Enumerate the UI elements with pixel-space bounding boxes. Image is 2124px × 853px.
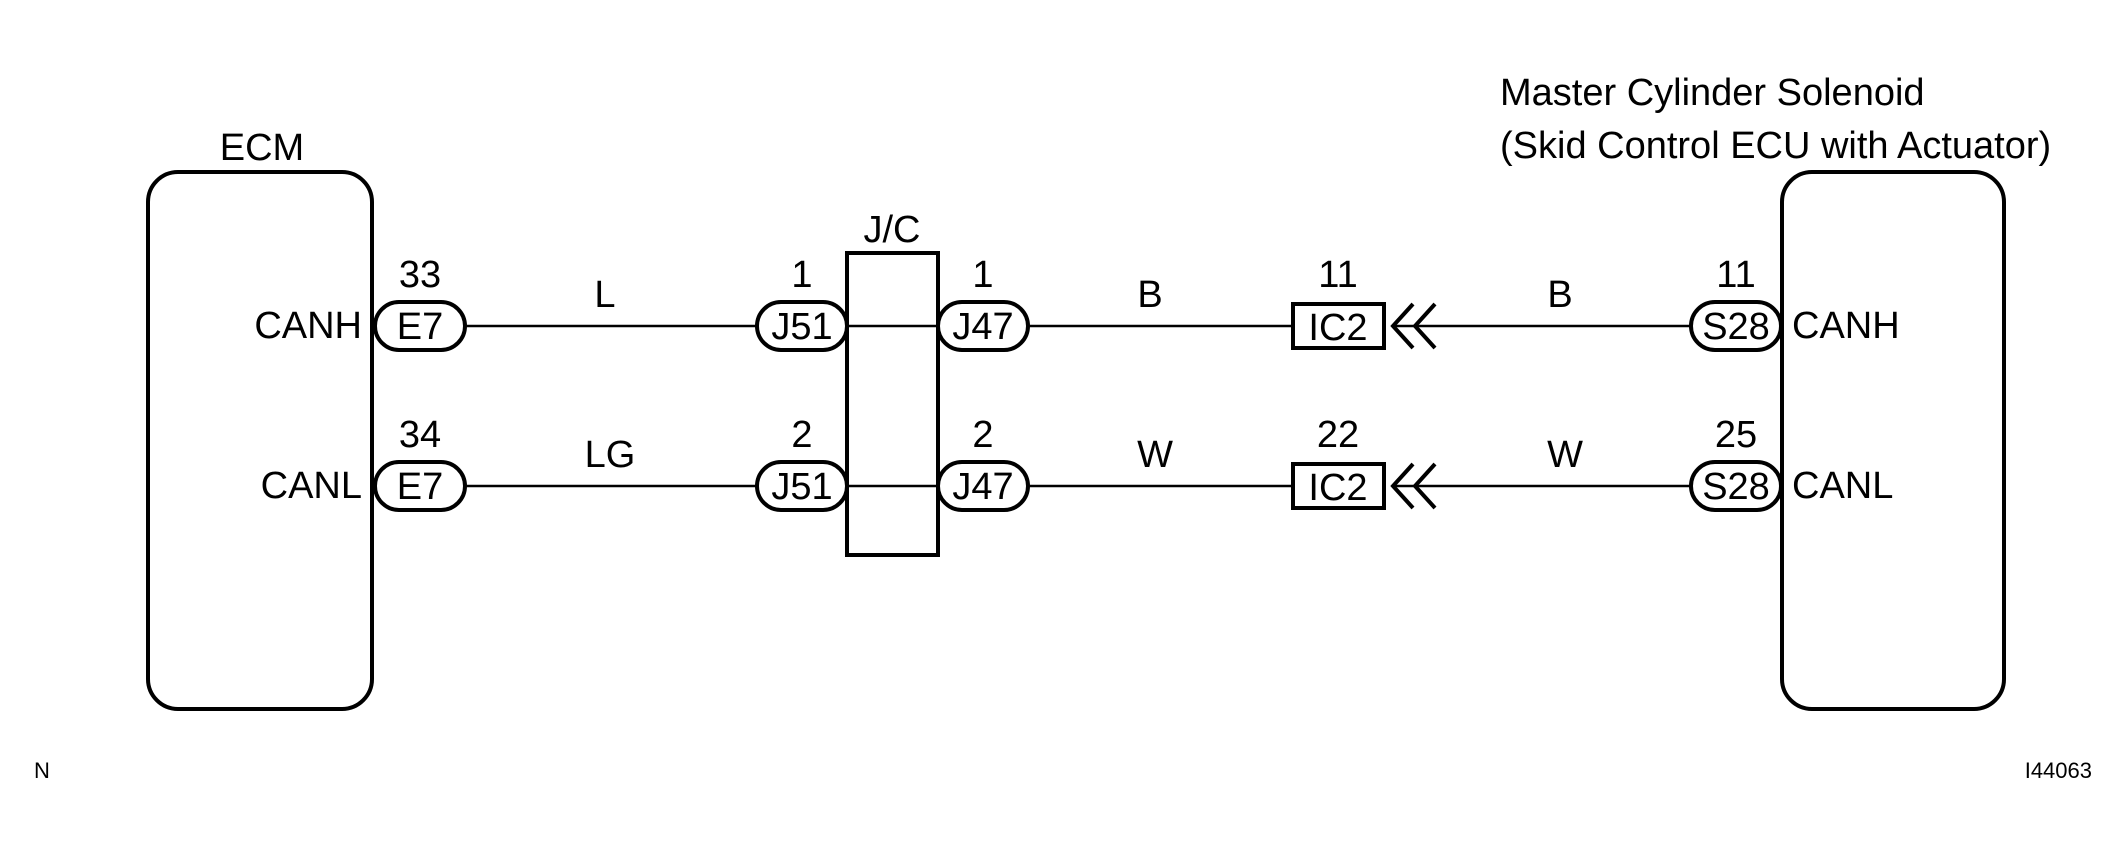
junction-box: [845, 251, 940, 557]
wire-color-label: B: [1547, 274, 1572, 316]
j47-connector-top: J47 1: [936, 254, 1030, 352]
ecm-box: [146, 170, 374, 711]
connector-pill: [755, 300, 849, 352]
pin-number: 25: [1715, 414, 1757, 456]
pin-number: 1: [791, 254, 812, 296]
connector-label: S28: [1702, 306, 1770, 348]
connector-label: J51: [771, 466, 832, 508]
connector-pill: [755, 460, 849, 512]
solenoid-box: [1780, 170, 2006, 711]
pin-number: 33: [399, 254, 441, 296]
ecm-unit: ECM CANH CANL: [146, 127, 374, 711]
connector-label: E7: [397, 306, 443, 348]
j51-connector-bottom: J51 2: [755, 414, 849, 512]
junction-connector: J/C: [845, 209, 940, 557]
solenoid-title-line1: Master Cylinder Solenoid: [1500, 72, 1925, 114]
j47-connector-bottom: J47 2: [936, 414, 1030, 512]
ecm-connector-canl: E7 34: [373, 414, 467, 512]
solenoid-connector-canh: S28 11: [1689, 254, 1783, 352]
solenoid-canl-label: CANL: [1792, 465, 1893, 507]
solenoid-canh-label: CANH: [1792, 305, 1900, 347]
solenoid-title-line2: (Skid Control ECU with Actuator): [1500, 125, 2051, 167]
pin-number: 1: [972, 254, 993, 296]
connector-box: [1291, 462, 1386, 510]
connector-label: J51: [771, 306, 832, 348]
wire-color-label: LG: [585, 434, 636, 476]
connector-label: E7: [397, 466, 443, 508]
pin-number: 34: [399, 414, 441, 456]
junction-label: J/C: [864, 209, 921, 251]
pin-number: 22: [1317, 414, 1359, 456]
solenoid-unit: Master Cylinder Solenoid (Skid Control E…: [1500, 72, 2051, 711]
wire-color-label: L: [594, 274, 615, 316]
footer-left-mark: N: [34, 758, 50, 783]
pin-number: 11: [1716, 254, 1755, 296]
wire-color-label: W: [1137, 434, 1173, 476]
connector-label: S28: [1702, 466, 1770, 508]
connector-label: J47: [952, 306, 1013, 348]
pin-number: 11: [1318, 254, 1357, 296]
ecm-label: ECM: [220, 127, 304, 169]
pin-number: 2: [791, 414, 812, 456]
wire-color-label: W: [1547, 434, 1583, 476]
ecm-canl-label: CANL: [261, 465, 362, 507]
ecm-canh-label: CANH: [254, 305, 362, 347]
ecm-connector-canh: E7 33: [373, 254, 467, 352]
connector-box: [1291, 302, 1386, 350]
wire-color-label: B: [1137, 274, 1162, 316]
connector-label: J47: [952, 466, 1013, 508]
pin-number: 2: [972, 414, 993, 456]
connector-label: IC2: [1308, 467, 1367, 509]
connector-label: IC2: [1308, 307, 1367, 349]
ic2-connector-bottom: IC2 22: [1291, 414, 1437, 510]
figure-id: I44063: [2025, 758, 2092, 783]
solenoid-connector-canl: S28 25: [1689, 414, 1783, 512]
ic2-connector-top: IC2 11: [1291, 254, 1437, 350]
j51-connector-top: J51 1: [755, 254, 849, 352]
